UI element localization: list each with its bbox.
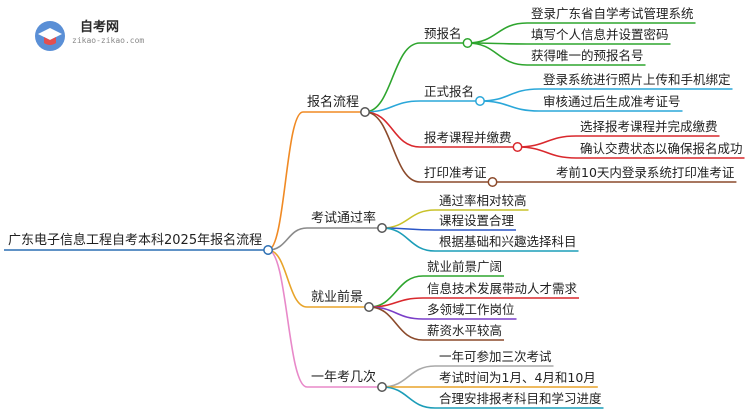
branch-connector [267,249,308,308]
leaf-login-system[interactable]: 登录广东省自学考试管理系统 [531,6,694,21]
branch-registration-process[interactable]: 报名流程 [307,95,360,110]
leaf-choose-course[interactable]: 选择报考课程并完成缴费 [580,119,718,134]
node-connector [365,100,421,113]
branch-circle [377,223,387,233]
leaf-connector [467,22,528,44]
site-logo[interactable]: 自考网 zikao-zikao.com [32,16,172,56]
leaf-get-number[interactable]: 获得唯一的预报名号 [531,48,644,63]
branch-connector [268,227,308,251]
branch-circle [360,107,370,117]
node-connector [364,111,421,183]
node-connector [382,365,436,388]
leaf-connector [517,146,577,159]
node-formal-registration[interactable]: 正式报名 [424,84,475,99]
leaf-course-reasonable[interactable]: 课程设置合理 [439,213,515,228]
branch-connector [267,111,304,251]
node-pre-registration[interactable]: 预报名 [424,26,462,41]
node-connector [364,42,421,113]
leaf-broad-prospects[interactable]: 就业前景广阔 [427,259,503,274]
leaf-photo-upload[interactable]: 登录系统进行照片上传和手机绑定 [543,72,731,87]
node-circle [487,177,498,187]
node-circle [512,142,523,152]
node-connector [382,227,436,252]
branch-exams-per-year[interactable]: 一年考几次 [311,370,377,385]
branch-circle [364,302,374,312]
leaf-connector [480,100,540,112]
leaf-multi-field-jobs[interactable]: 多领域工作岗位 [427,302,515,317]
graduation-cap-icon [35,21,65,51]
node-circle [475,96,485,106]
leaf-connector [517,135,577,148]
node-print-ticket[interactable]: 打印准考证 [424,165,487,180]
logo-title: 自考网 [80,20,120,35]
leaf-fill-info[interactable]: 填写个人信息并设置密码 [531,27,669,42]
leaf-exam-months[interactable]: 考试时间为1月、4月和10月 [439,370,596,385]
leaf-plan-study[interactable]: 合理安排报考科目和学习进度 [439,391,602,406]
leaf-three-exams[interactable]: 一年可参加三次考试 [439,349,552,364]
node-connector [368,306,424,341]
root-topic[interactable]: 广东电子信息工程自考本科2025年报名流程 [8,233,263,248]
logo-domain: zikao-zikao.com [72,36,145,45]
branch-connector [267,249,308,388]
node-course-payment[interactable]: 报考课程并缴费 [424,130,512,145]
node-circle [462,38,473,48]
node-connector [382,209,436,229]
leaf-high-salary[interactable]: 薪资水平较高 [427,323,503,338]
leaf-admission-number[interactable]: 审核通过后生成准考证号 [543,94,681,109]
leaf-connector [480,88,540,102]
root-circle [263,245,274,255]
leaf-confirm-payment[interactable]: 确认交费状态以确保报名成功 [580,141,743,156]
leaf-it-demand[interactable]: 信息技术发展带动人才需求 [427,281,578,296]
branch-career-prospects[interactable]: 就业前景 [311,290,364,305]
branch-circle [377,382,387,392]
logo-cap-base [44,37,56,45]
leaf-choose-by-interest[interactable]: 根据基础和兴趣选择科目 [439,234,577,249]
leaf-print-10-days[interactable]: 考前10天内登录系统打印准考证 [556,165,735,180]
branch-pass-rate[interactable]: 考试通过率 [311,211,377,226]
leaf-pass-rate-high[interactable]: 通过率相对较高 [439,193,527,208]
node-connector [382,386,436,409]
leaf-connector [467,42,528,66]
node-connector [364,111,421,148]
